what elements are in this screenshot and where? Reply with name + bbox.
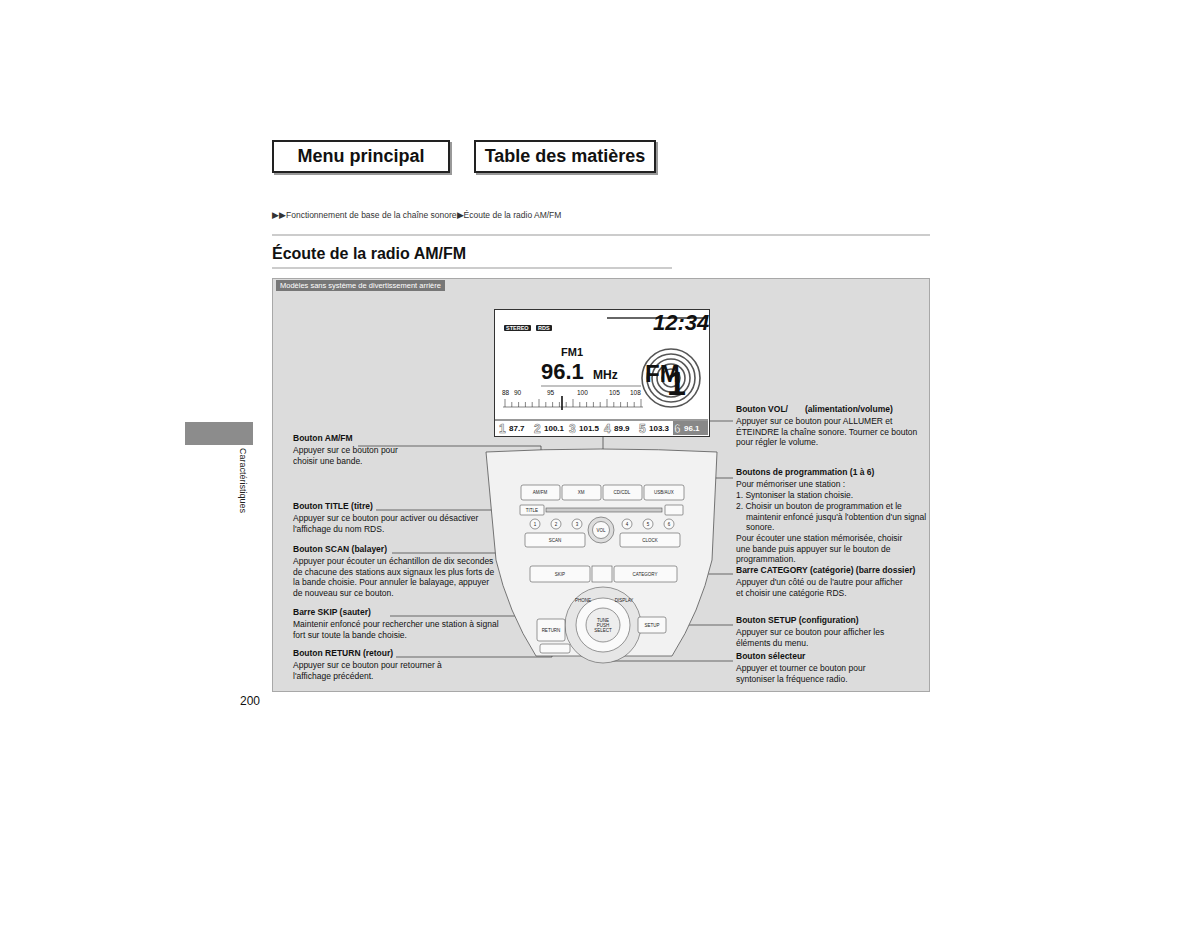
callout-text: Pour écouter une station mémorisée, choi…	[736, 533, 904, 565]
nav-button: Table des matières	[474, 140, 656, 173]
buttons	[520, 485, 684, 663]
button-label: SCAN	[549, 538, 562, 543]
faceplate	[486, 449, 717, 656]
leader-dots	[518, 485, 680, 653]
breadcrumb: ▶▶Fonctionnement de base de la chaîne so…	[272, 210, 561, 220]
display-text: 95	[547, 389, 554, 396]
display-text: FM1	[561, 346, 583, 358]
callout-heading: Barre CATEGORY (catégorie) (barre dossie…	[736, 565, 915, 576]
header-rule	[272, 235, 930, 236]
display-text: 88	[502, 389, 509, 396]
callout-text: Appuyer d'un côté ou de l'autre pour aff…	[736, 577, 908, 598]
display-text: 96.1	[541, 359, 584, 385]
button-label: 1	[534, 522, 537, 527]
button-label: SKIP	[555, 572, 565, 577]
display-text: 103.3	[649, 424, 669, 433]
callout-text: Appuyer et tourner ce bouton pour synton…	[736, 663, 906, 684]
display-text: 3	[569, 422, 576, 436]
display-text: 5	[639, 422, 646, 436]
button-label: SETUP	[644, 623, 659, 628]
display-text: 87.7	[509, 424, 525, 433]
display-text: 90	[514, 389, 521, 396]
button-label: VOL	[596, 528, 605, 533]
callout-text: Pour mémoriser une station :	[736, 479, 926, 490]
display-text: 105	[609, 389, 620, 396]
button-label: 5	[647, 522, 650, 527]
callout-heading: Bouton AM/FM	[293, 433, 353, 444]
button-label: RETURN	[542, 628, 561, 633]
button-label: DISPLAY	[615, 598, 634, 603]
display-text: 89.9	[614, 424, 630, 433]
button-label: 2	[555, 522, 558, 527]
callout-text: Appuyer sur ce bouton pour activer ou dé…	[293, 513, 488, 534]
button-label: CATEGORY	[633, 572, 658, 577]
page-number: 200	[240, 694, 260, 708]
display-text: 2	[534, 422, 541, 436]
display-text: 96.1	[684, 424, 700, 433]
button-label: TUNE PUSH SELECT	[593, 618, 613, 633]
display-text: 108	[630, 389, 641, 396]
button-label: 6	[668, 522, 671, 527]
section-tab-label: Caractéristiques	[238, 448, 248, 513]
button-label: TITLE	[526, 508, 538, 513]
display-text: RDS	[536, 325, 552, 331]
display-text: 4	[604, 422, 611, 436]
nav-label: Menu principal	[297, 146, 424, 167]
button-label: 3	[576, 522, 579, 527]
callout-heading: Bouton TITLE (titre)	[293, 501, 373, 512]
callout-heading: Bouton SETUP (configuration)	[736, 615, 859, 626]
callout-text: Appuyer sur ce bouton pour ALLUMER et ÉT…	[736, 416, 926, 448]
display-text: 1	[667, 364, 686, 403]
display-text: STEREO	[504, 325, 531, 331]
nav-button: Menu principal	[272, 140, 450, 173]
button-label: AM/FM	[533, 490, 548, 495]
display-text: 6	[674, 422, 681, 436]
callout-heading: Bouton SCAN (balayer)	[293, 544, 387, 555]
button-label: USB/AUX	[654, 490, 674, 495]
callout-text: Appuyer pour écouter un échantillon de d…	[293, 556, 498, 598]
callout-heading: Boutons de programmation (1 à 6)	[736, 467, 874, 478]
callout-text: Maintenir enfoncé pour rechercher une st…	[293, 619, 503, 640]
callout-heading: (alimentation/volume)	[805, 404, 893, 415]
callout-heading: Bouton RETURN (retour)	[293, 648, 393, 659]
callout-text: Appuyer sur ce bouton pour afficher les …	[736, 627, 896, 648]
title-rule	[272, 268, 672, 269]
display-text: MHz	[593, 368, 618, 382]
callout-text: Appuyer sur ce bouton pour choisir une b…	[293, 445, 408, 466]
callout-text: 1. Syntoniser la station choisie.	[736, 490, 926, 501]
callout-heading: Barre SKIP (sauter)	[293, 607, 371, 618]
callout-text: Appuyer sur ce bouton pour retourner à l…	[293, 660, 468, 681]
button-label: XM	[578, 490, 585, 495]
button-label: CD/CDL	[614, 490, 631, 495]
display-text: 12:34	[653, 310, 709, 336]
side-tab	[185, 422, 253, 445]
callout-heading: Bouton sélecteur	[736, 651, 805, 662]
display-text: 100	[577, 389, 588, 396]
display-text: 100.1	[544, 424, 564, 433]
panel-tag: Modèles sans système de divertissement a…	[276, 280, 445, 291]
nav-label: Table des matières	[485, 146, 646, 167]
button-label: PHONE	[575, 598, 591, 603]
callout-text: 2. Choisir un bouton de programmation et…	[736, 501, 936, 533]
page-title: Écoute de la radio AM/FM	[272, 245, 466, 263]
callout-heading: Bouton VOL/	[736, 404, 788, 415]
radio-display: STEREORDS12:34FM196.1MHz889095100105108F…	[494, 309, 710, 437]
display-text: 1	[499, 422, 506, 436]
button-label: 4	[626, 522, 629, 527]
button-label: CLOCK	[642, 538, 658, 543]
display-text: 101.5	[579, 424, 599, 433]
